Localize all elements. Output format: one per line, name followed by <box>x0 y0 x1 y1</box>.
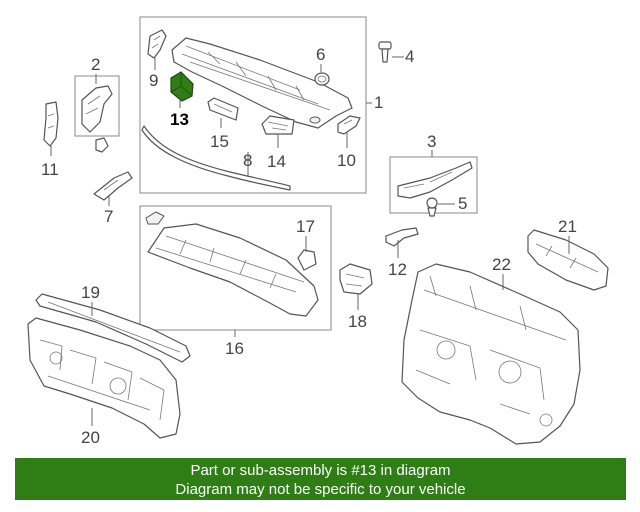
callout-22: 22 <box>492 255 511 274</box>
part-12-bracket[interactable] <box>385 227 419 247</box>
callout-13-highlighted: 13 <box>170 110 189 129</box>
part-9-bracket[interactable] <box>147 29 167 59</box>
part-18-bracket[interactable] <box>339 263 373 295</box>
callout-5: 5 <box>458 194 467 213</box>
callout-21: 21 <box>558 217 577 236</box>
part-15-pad[interactable] <box>207 97 239 121</box>
part-4-clip[interactable] <box>378 41 392 63</box>
part-5-bolt[interactable] <box>426 197 438 217</box>
part-2-bracket[interactable] <box>81 85 113 133</box>
part-6-grommet[interactable] <box>314 72 330 86</box>
callout-15: 15 <box>210 132 229 151</box>
callout-7: 7 <box>104 207 113 226</box>
part-11-bracket[interactable] <box>43 101 59 147</box>
part-20-insulator[interactable] <box>27 317 181 439</box>
part-22-dashboard[interactable] <box>401 263 581 445</box>
group-box-1 <box>139 16 367 194</box>
callout-20: 20 <box>81 428 100 447</box>
callout-16: 16 <box>225 339 244 358</box>
part-2-bolt[interactable] <box>95 137 109 153</box>
part-16-cowl-lower[interactable] <box>145 211 319 317</box>
part-21-insulator[interactable] <box>527 229 609 291</box>
callout-18: 18 <box>348 312 367 331</box>
callout-14: 14 <box>267 152 286 171</box>
callout-11: 11 <box>41 160 59 179</box>
callout-10: 10 <box>337 151 356 170</box>
callout-4: 4 <box>405 47 414 66</box>
part-14-bracket[interactable] <box>261 115 295 135</box>
callout-6: 6 <box>316 45 325 64</box>
banner-line-2: Diagram may not be specific to your vehi… <box>175 481 466 498</box>
callout-9: 9 <box>149 71 158 90</box>
callout-19: 19 <box>81 283 100 302</box>
info-banner: Part or sub-assembly is #13 in diagram D… <box>15 458 626 500</box>
part-17-cap[interactable] <box>297 249 317 271</box>
part-1-cowl-top[interactable] <box>171 37 353 129</box>
part-7-bracket[interactable] <box>93 171 133 201</box>
part-8-weatherstrip[interactable] <box>141 125 291 191</box>
banner-line-1: Part or sub-assembly is #13 in diagram <box>190 462 451 479</box>
callout-12: 12 <box>388 260 407 279</box>
callout-3: 3 <box>427 132 436 151</box>
group-box-2 <box>74 75 120 137</box>
part-3-bracket[interactable] <box>397 161 473 199</box>
part-19-insulator[interactable] <box>35 293 191 363</box>
callout-1: 1 <box>374 93 383 112</box>
part-10-bracket[interactable] <box>337 115 361 135</box>
callout-17: 17 <box>296 217 315 236</box>
callout-8: 8 <box>243 151 252 170</box>
callout-2: 2 <box>91 55 100 74</box>
part-13-seal-highlighted[interactable] <box>170 71 194 102</box>
